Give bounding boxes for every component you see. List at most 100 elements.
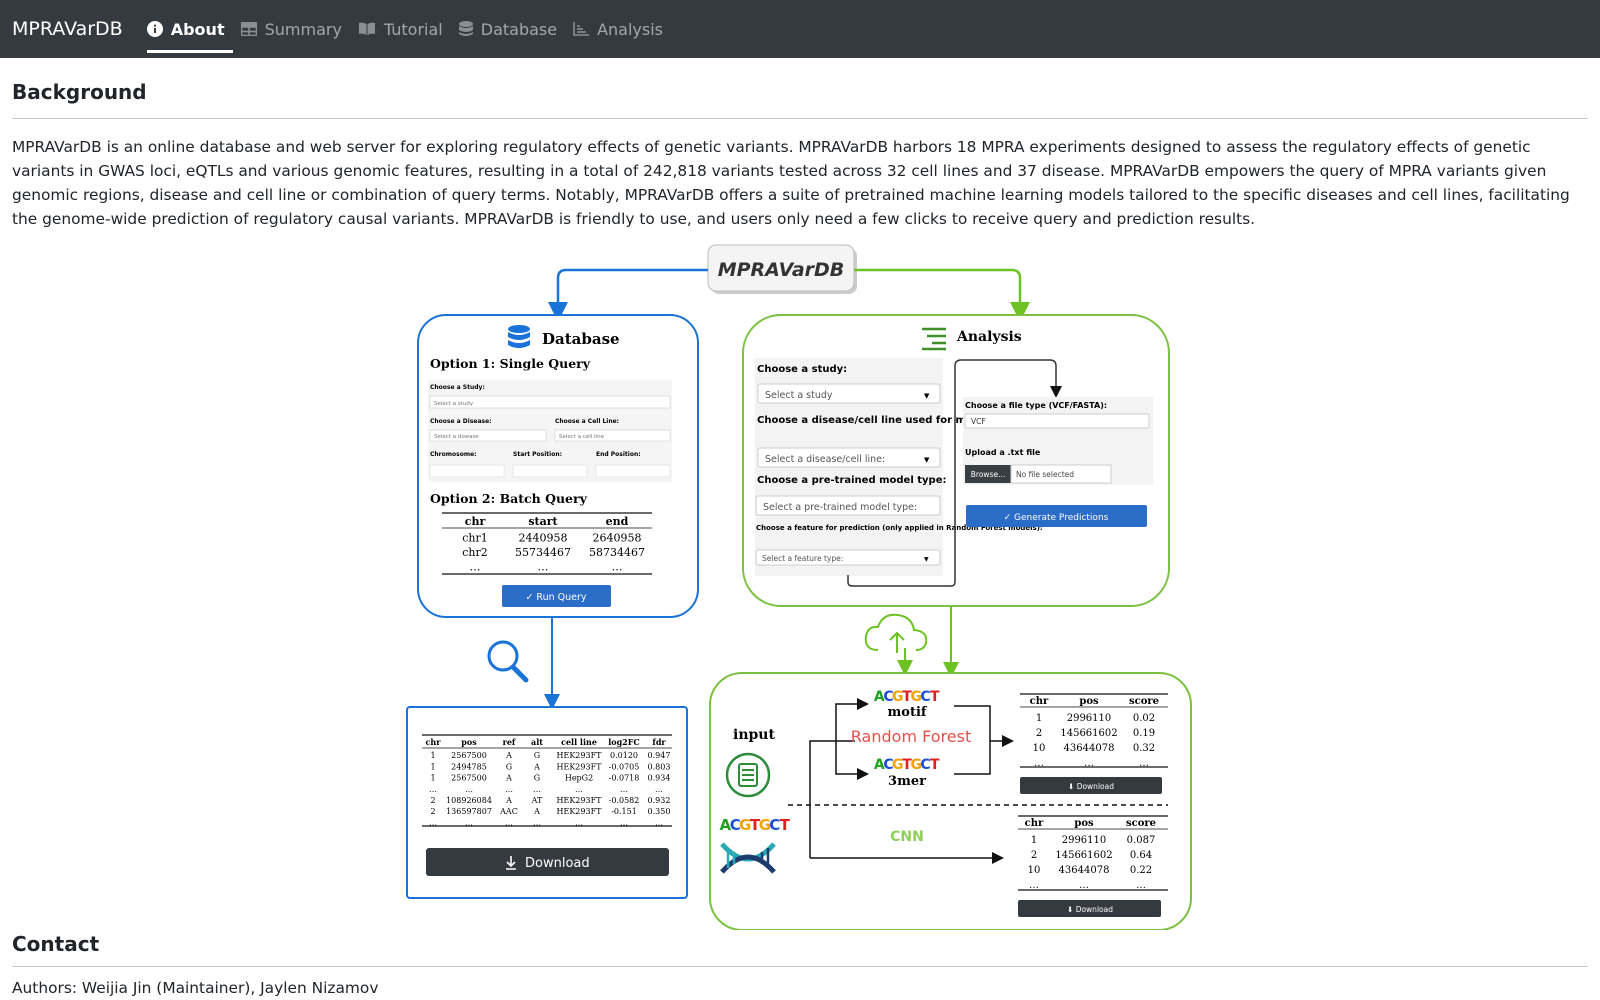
table-cell: 0.947 [648, 751, 671, 760]
table-header: score [1129, 696, 1159, 707]
db-disease-label: Choose a Disease: [430, 418, 492, 425]
nucleotide: T [930, 757, 940, 773]
table-header: chr [465, 515, 486, 528]
top-navbar: MPRAVarDB About Summary Tutorial Databas… [0, 0, 1600, 58]
nucleotide: C [883, 689, 893, 705]
analysis-panel: Analysis Choose a study: Select a study … [742, 314, 1170, 607]
an-file-label: Choose a file type (VCF/FASTA): [965, 401, 1107, 410]
db-end-input [595, 464, 671, 478]
table-cell: 0.0120 [610, 751, 638, 760]
nucleotide: G [739, 816, 751, 834]
table-cell: 10 [1028, 865, 1041, 876]
cnn-download-label: ⬇ Download [1067, 905, 1113, 914]
option2-label: Option 2: Batch Query [430, 491, 588, 506]
table-cell: HEK293FT [557, 796, 603, 805]
an-disease-select [757, 447, 941, 468]
document-icon [725, 752, 771, 798]
an-file-value: VCF [971, 417, 986, 426]
an-feature-value: Select a feature type: [762, 554, 843, 563]
db-disease-value: Select a disease [434, 434, 479, 440]
contact-section: Contact Authors: Weijia Jin (Maintainer)… [12, 920, 1588, 997]
table-cell: … [470, 561, 481, 574]
table-cell: chr1 [462, 532, 488, 545]
table-cell: … [655, 818, 663, 827]
table-cell: 2 [430, 807, 435, 816]
nucleotide: C [920, 689, 930, 705]
table-cell: 2567500 [451, 774, 487, 783]
background-text: MPRAVarDB is an online database and web … [12, 138, 1570, 228]
table-cell: A [533, 807, 540, 816]
an-upload-label: Upload a .txt file [965, 448, 1041, 457]
table-cell: 0.934 [648, 774, 671, 783]
table-header: score [1126, 818, 1156, 829]
dna-icon [720, 842, 776, 874]
table-cell: 145661602 [1055, 850, 1112, 861]
nucleotide: T [902, 757, 912, 773]
table-header: chr [1030, 696, 1049, 707]
contact-heading: Contact [12, 920, 1588, 967]
table-cell: A [505, 796, 512, 805]
motif-label: motif [888, 705, 928, 720]
workflow-figure: MPRAVarDB Database Option 1: Single Quer… [406, 244, 1192, 930]
table-cell: -0.0705 [609, 762, 640, 771]
nucleotide: C [769, 816, 780, 834]
cnn-download-button [1018, 900, 1161, 917]
table-header: chr [426, 737, 442, 747]
main-content: Background MPRAVarDB is an online databa… [0, 58, 1600, 231]
input-label: input [733, 727, 775, 743]
db-end-label: End Position: [596, 451, 641, 458]
table-cell: 2 [1031, 850, 1037, 861]
nav-about[interactable]: About [139, 9, 233, 53]
nucleotide: T [930, 689, 940, 705]
table-cell: 55734467 [515, 546, 571, 559]
db-cell-label: Choose a Cell Line: [555, 418, 619, 425]
table-cell: 0.087 [1127, 835, 1156, 846]
nucleotide: A [874, 689, 885, 705]
chevron-down-icon: ▼ [924, 456, 930, 464]
table-cell: AT [531, 796, 543, 805]
nav-database[interactable]: Database [451, 9, 565, 49]
table-cell: 58734467 [589, 546, 645, 559]
table-cell: 0.19 [1133, 728, 1155, 739]
table-cell: … [538, 561, 549, 574]
table-cell: 2494785 [451, 762, 487, 771]
nav-summary[interactable]: Summary [233, 9, 350, 49]
brand[interactable]: MPRAVarDB [12, 18, 123, 40]
nucleotide: G [759, 816, 771, 834]
nav-database-label: Database [480, 19, 558, 39]
cloud-upload-icon [864, 613, 928, 676]
nucleotide: T [780, 816, 791, 834]
table-cell: … [1084, 758, 1094, 769]
nav-analysis[interactable]: Analysis [565, 9, 671, 49]
table-cell: … [505, 818, 513, 827]
run-query-button [502, 585, 611, 607]
table-cell: 1 [1031, 835, 1037, 846]
db-chrom-label: Chromosome: [430, 451, 477, 458]
chart-icon [573, 22, 590, 36]
table-cell: -0.151 [611, 807, 637, 816]
table-cell: … [1136, 880, 1146, 891]
table-cell: 2996110 [1062, 835, 1107, 846]
table-cell: … [575, 818, 583, 827]
table-cell: 10 [1033, 743, 1046, 754]
nucleotide: C [730, 816, 741, 834]
table-cell: … [620, 818, 628, 827]
database-icon [458, 21, 473, 36]
table-header: start [528, 515, 558, 528]
browse-label: Browse... [971, 470, 1005, 479]
table-cell: 0.350 [648, 807, 671, 816]
nucleotide: G [892, 757, 904, 773]
table-cell: … [465, 818, 473, 827]
table-cell: 1 [430, 751, 435, 760]
cnn-download-text: Download [1076, 905, 1114, 914]
nav-tutorial[interactable]: Tutorial [350, 9, 451, 49]
cnn-label: CNN [890, 829, 924, 845]
db-study-label: Choose a Study: [430, 384, 485, 391]
table-header: alt [531, 737, 543, 747]
an-study-label: Choose a study: [757, 364, 847, 375]
